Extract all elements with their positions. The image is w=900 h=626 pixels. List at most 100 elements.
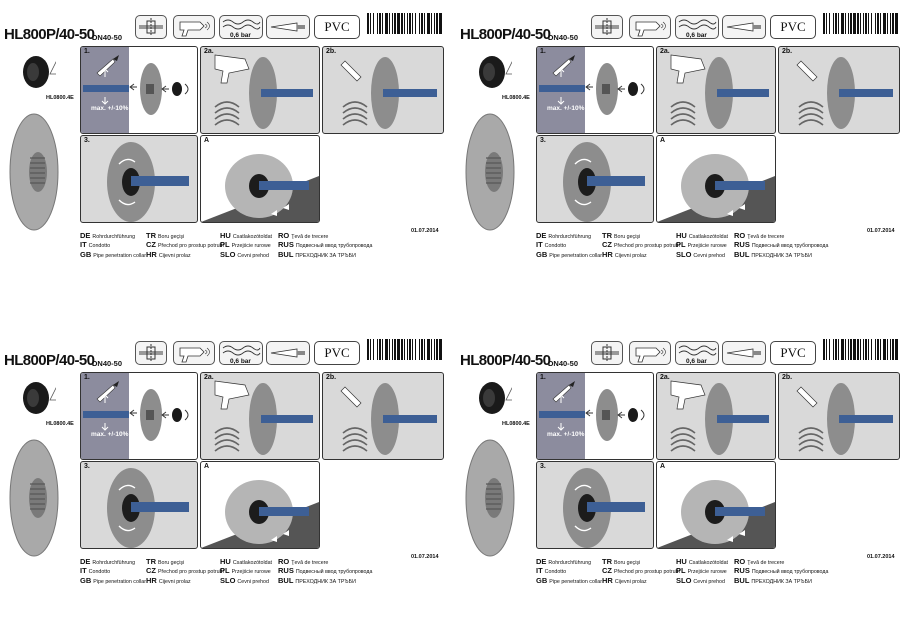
step-a-panel: A bbox=[656, 135, 776, 223]
barcode-bar bbox=[439, 13, 442, 34]
side-product-code: HL0800.4E bbox=[502, 95, 530, 101]
pressure-label: 0,6 bar bbox=[230, 32, 251, 39]
step-3-panel: 3. bbox=[80, 135, 198, 223]
barcode-bar bbox=[424, 339, 425, 360]
barcode-bar bbox=[427, 13, 430, 34]
barcode-bar bbox=[367, 13, 369, 34]
step-3-panel: 3. bbox=[536, 461, 654, 549]
step-2b-panel: 2b. bbox=[322, 372, 444, 460]
step-a-panel: A bbox=[200, 461, 320, 549]
dn-size: DN40-50 bbox=[92, 33, 123, 42]
barcode-bar bbox=[401, 13, 403, 34]
barcode-bar bbox=[892, 339, 894, 360]
release-date: 01.07.2014 bbox=[411, 228, 439, 234]
barcode-bar bbox=[436, 339, 438, 360]
step-3-panel: 3. bbox=[536, 135, 654, 223]
barcode-bar bbox=[431, 13, 432, 34]
step-1-label: 1. bbox=[540, 48, 546, 55]
step-2b-label: 2b. bbox=[782, 48, 793, 55]
dn-size: DN40-50 bbox=[548, 359, 579, 368]
barcode-bar bbox=[857, 13, 859, 34]
barcode-bar bbox=[826, 13, 827, 34]
instruction-sheet: HL800P/40-50 DN40-50 0,6 bar PVC HL0800.… bbox=[0, 326, 450, 626]
barcode-bar bbox=[845, 13, 846, 34]
flange-membrane-icon bbox=[465, 439, 515, 557]
flange-membrane-icon bbox=[9, 113, 59, 231]
barcode-bar bbox=[829, 339, 830, 360]
bellows-icon bbox=[675, 341, 719, 365]
barcode-bar bbox=[895, 13, 898, 34]
barcode-bar bbox=[841, 339, 844, 360]
barcode-bar bbox=[863, 13, 864, 34]
side-product-code: HL0800.4E bbox=[46, 421, 74, 427]
step-3-label: 3. bbox=[84, 463, 90, 470]
step-2b-panel: 2b. bbox=[778, 46, 900, 134]
step-2a-label: 2a. bbox=[204, 48, 214, 55]
tolerance-label: max. +/-10% bbox=[547, 105, 585, 112]
step-2b-panel: 2b. bbox=[322, 46, 444, 134]
barcode-bar bbox=[853, 13, 856, 34]
barcode-bar bbox=[382, 339, 383, 360]
barcode-bar bbox=[857, 339, 859, 360]
heat-gun-icon bbox=[173, 15, 215, 39]
barcode-bar bbox=[845, 339, 846, 360]
material-badge: PVC bbox=[770, 15, 816, 39]
step-3-label: 3. bbox=[540, 137, 546, 144]
step-a-label: A bbox=[204, 463, 210, 470]
flange-membrane-icon bbox=[9, 439, 59, 557]
sealant-tube-icon bbox=[266, 341, 310, 365]
barcode-bar bbox=[829, 13, 830, 34]
barcode-bar bbox=[835, 339, 837, 360]
barcode-bar bbox=[826, 339, 827, 360]
barcode-bar bbox=[412, 13, 413, 34]
barcode-bar bbox=[392, 13, 393, 34]
product-title: HL800P/40-50 bbox=[4, 26, 95, 43]
barcode-bar bbox=[883, 339, 886, 360]
barcode-bar bbox=[860, 339, 861, 360]
step-2b-panel: 2b. bbox=[778, 372, 900, 460]
bellows-icon bbox=[219, 15, 263, 39]
barcode-bar bbox=[409, 13, 411, 34]
step-2b-label: 2b. bbox=[782, 374, 793, 381]
step-2a-panel: 2a. bbox=[656, 46, 776, 134]
barcode-bar bbox=[875, 339, 876, 360]
barcode-bar bbox=[838, 339, 839, 360]
step-1-label: 1. bbox=[84, 48, 90, 55]
barcode-bar bbox=[419, 339, 420, 360]
barcode-bar bbox=[877, 339, 879, 360]
barcode-bar bbox=[401, 339, 403, 360]
barcode-bar bbox=[404, 339, 405, 360]
tolerance-label: max. +/-10% bbox=[91, 431, 129, 438]
instruction-sheet: HL800P/40-50 DN40-50 0,6 bar PVC HL0800.… bbox=[456, 326, 900, 626]
step-2b-label: 2b. bbox=[326, 48, 337, 55]
barcode-bar bbox=[370, 13, 371, 34]
barcode-bar bbox=[385, 339, 388, 360]
step-2a-panel: 2a. bbox=[200, 372, 320, 460]
product-title: HL800P/40-50 bbox=[4, 352, 95, 369]
